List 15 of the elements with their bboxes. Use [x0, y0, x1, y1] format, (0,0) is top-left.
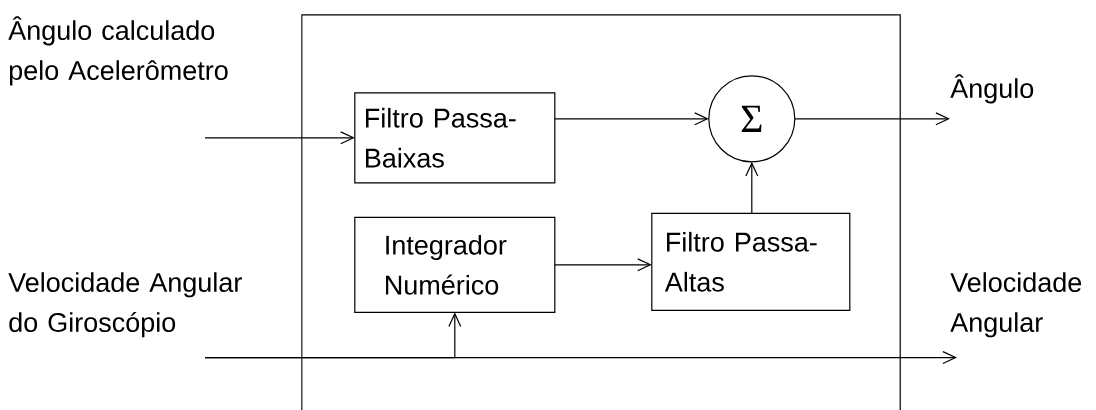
process-box: Filtro Passa-Baixas [354, 92, 556, 184]
arrow [794, 112, 950, 126]
arrow [554, 112, 709, 126]
signal-label: Ângulo calculado pelo Acelerômetro [8, 16, 228, 86]
process-box: Integrador Numérico [354, 216, 556, 313]
frame-box [301, 14, 901, 410]
process-box: Filtro Passa-Altas [651, 212, 851, 311]
arrow [745, 161, 759, 214]
summing-junction: Σ [708, 75, 796, 163]
signal-label: Ângulo [950, 74, 1034, 104]
signal-label: Velocidade Angular do Giroscópio [8, 272, 242, 338]
arrow [554, 258, 652, 272]
signal-label: Velocidade Angular [950, 272, 1082, 338]
arrow [204, 312, 462, 359]
arrow [204, 131, 355, 145]
